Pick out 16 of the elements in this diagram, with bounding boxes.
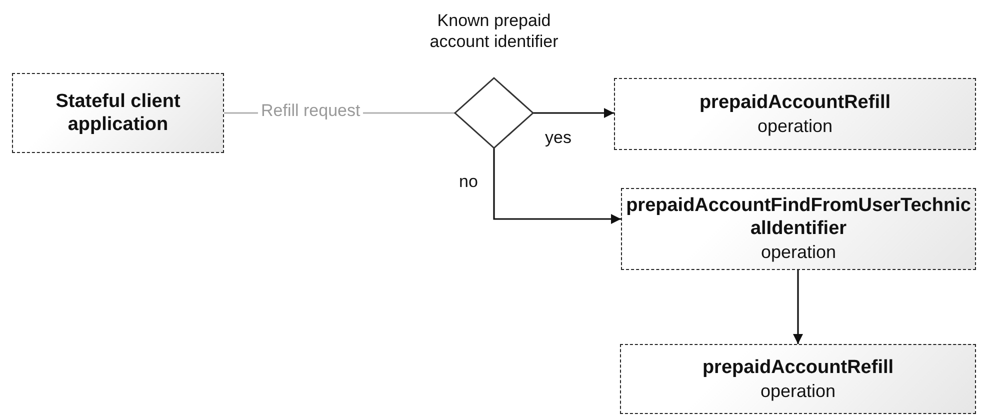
decision-question: Known prepaid account identifier	[428, 10, 560, 52]
operation-box	[614, 78, 976, 150]
box-subtitle: operation	[757, 114, 833, 138]
box-subtitle: operation	[760, 380, 836, 402]
arrow	[793, 270, 803, 344]
operation-box	[621, 188, 976, 270]
box-title: prepaidAccountRefill	[702, 356, 894, 378]
edge-label: Refill request	[258, 101, 364, 121]
operation-box	[620, 344, 976, 414]
box-title: Stateful client application	[54, 90, 182, 136]
box-subtitle: operation	[760, 241, 836, 264]
box-title: prepaidAccountRefill	[699, 90, 891, 114]
arrow	[493, 148, 621, 224]
process-box	[12, 73, 224, 153]
box-title: prepaidAccountFindFromUserTechnicalIdentifier	[625, 194, 972, 240]
arrow	[533, 108, 614, 118]
